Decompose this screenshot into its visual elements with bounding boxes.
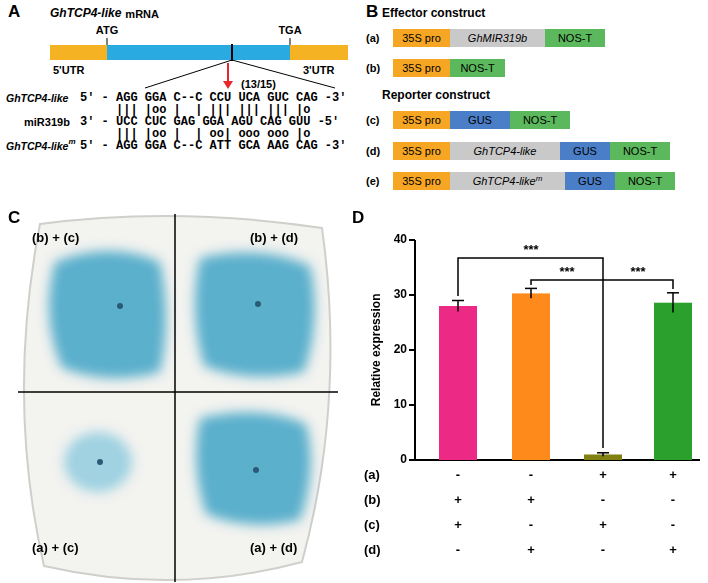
construct-box: GhTCP4-likem — [450, 172, 565, 190]
sequence: 5' - AGG GGA C--C ATT GCA AAG CAG -3' — [80, 140, 346, 152]
construct-box: GhTCP4-like — [450, 142, 560, 160]
construct-label: NOS-T — [523, 114, 557, 126]
construct-box: 35S pro — [393, 172, 450, 190]
axis-title: Relative expression — [370, 294, 384, 407]
table-cell: + — [599, 468, 607, 483]
sequence: 3' - UCC CUC GAG GGA AGU CAG GUU -5' — [80, 116, 339, 128]
gene-name: mRNA — [125, 8, 159, 21]
superscript: m — [68, 137, 75, 146]
construct-box: 35S pro — [393, 29, 450, 47]
construct-box: GUS — [565, 172, 615, 190]
table-cell: + — [669, 543, 677, 558]
superscript: m — [536, 174, 543, 183]
panel-letter: C — [8, 208, 20, 228]
construct-label: 35S pro — [402, 145, 441, 157]
panel-letter: A — [8, 2, 20, 22]
section-heading: Reporter construct — [382, 89, 490, 103]
table-cell: - — [671, 518, 675, 533]
table-cell: - — [456, 543, 460, 558]
row-label: (a) — [364, 468, 380, 483]
construct-label: 35S pro — [402, 114, 441, 126]
table-cell: + — [454, 518, 462, 533]
construct-label: GUS — [573, 145, 597, 157]
panel-letter: D — [352, 208, 364, 228]
section-heading: Effector construct — [382, 7, 485, 21]
tick-label: 10 — [394, 398, 407, 412]
table-cell: - — [601, 543, 605, 558]
construct-box: NOS-T — [545, 29, 605, 47]
construct-box: GUS — [450, 111, 510, 129]
construct-label: GhTCP4-like — [474, 145, 537, 157]
panel-letter: B — [366, 2, 378, 22]
table-cell: + — [669, 468, 677, 483]
construct-id: (a) — [366, 32, 379, 45]
table-cell: + — [527, 543, 535, 558]
construct-label: NOS-T — [628, 175, 662, 187]
construct-label: GhMIR319b — [468, 32, 527, 44]
construct-box: 35S pro — [393, 142, 450, 160]
codon-label: ATG — [96, 24, 118, 37]
utr-label: 5'UTR — [52, 64, 85, 77]
significance-mark: *** — [559, 265, 574, 280]
table-cell: - — [671, 493, 675, 508]
tick-label: 0 — [400, 453, 407, 467]
construct-id: (d) — [366, 145, 380, 158]
quadrant-label: (b) + (d) — [250, 231, 298, 246]
construct-label: NOS-T — [623, 145, 657, 157]
construct-label: 35S pro — [402, 62, 441, 74]
construct-label: 35S pro — [402, 32, 441, 44]
pairing: ||| |oo | | oo| ooo ooo |o — [116, 128, 310, 140]
construct-label: NOS-T — [460, 62, 494, 74]
construct-box: NOS-T — [510, 111, 570, 129]
codon-label: TGA — [278, 24, 301, 37]
construct-id: (c) — [366, 114, 379, 127]
quadrant-label: (b) + (c) — [32, 231, 79, 246]
sequence: 5' - AGG GGA C--C CCU UCA GUC CAG -3' — [80, 92, 346, 104]
table-cell: + — [454, 493, 462, 508]
sequence-name: GhTCP4-like — [6, 140, 68, 152]
table-cell: - — [456, 468, 460, 483]
table-cell: - — [601, 493, 605, 508]
tick-label: 20 — [394, 343, 407, 357]
table-cell: + — [527, 493, 535, 508]
tick-label: 30 — [394, 288, 407, 302]
construct-box: 35S pro — [393, 111, 450, 129]
construct-box: NOS-T — [450, 59, 505, 77]
row-label: (c) — [364, 518, 380, 533]
sequence-name: miR319b — [24, 116, 70, 129]
tick-label: 40 — [394, 233, 407, 247]
construct-box: 35S pro — [393, 59, 450, 77]
construct-label: 35S pro — [402, 175, 441, 187]
significance-mark: *** — [630, 265, 645, 280]
gene-name: GhTCP4-like — [50, 7, 121, 21]
construct-id: (e) — [366, 175, 379, 188]
construct-label: GhTCP4-like — [473, 175, 536, 187]
construct-id: (b) — [366, 62, 380, 75]
sequence-name: GhTCP4-like — [6, 92, 68, 104]
construct-box: GUS — [560, 142, 610, 160]
leaf-image — [18, 214, 338, 582]
construct-label: GUS — [578, 175, 602, 187]
table-cell: - — [529, 468, 533, 483]
construct-box: GhMIR319b — [450, 29, 545, 47]
utr-label: 3'UTR — [302, 64, 335, 77]
mrna-bar — [50, 38, 348, 89]
table-cell: - — [529, 518, 533, 533]
quadrant-label: (a) + (c) — [32, 541, 79, 556]
construct-box: NOS-T — [615, 172, 675, 190]
site-count: (13/15) — [240, 78, 277, 91]
table-cell: + — [599, 518, 607, 533]
construct-box: NOS-T — [610, 142, 670, 160]
significance-mark: *** — [523, 243, 538, 258]
construct-label: GUS — [468, 114, 492, 126]
quadrant-label: (a) + (d) — [250, 541, 297, 556]
row-label: (d) — [364, 543, 381, 558]
pairing: ||| |oo | | ||| ||| ||| |o — [116, 104, 310, 116]
bar-chart — [409, 240, 700, 460]
construct-label: NOS-T — [558, 32, 592, 44]
row-label: (b) — [364, 493, 381, 508]
